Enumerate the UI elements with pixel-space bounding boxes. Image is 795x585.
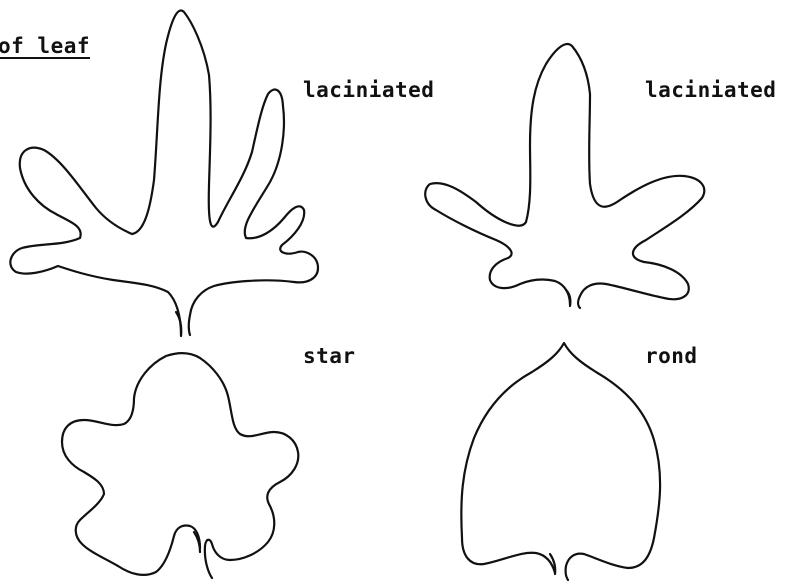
leaf-label-3: star xyxy=(303,344,356,368)
leaf-label-4: rond xyxy=(645,344,698,368)
petiole-leaf-2 xyxy=(566,290,570,306)
leaf-laciniated-large xyxy=(10,10,318,335)
diagram-title: of leaf xyxy=(0,34,90,58)
leaf-label-1: laciniated xyxy=(303,78,434,102)
leaf-label-2: laciniated xyxy=(645,78,776,102)
leaf-star xyxy=(62,353,298,578)
petiole-leaf-1 xyxy=(176,312,181,336)
leaf-rond xyxy=(461,343,660,580)
